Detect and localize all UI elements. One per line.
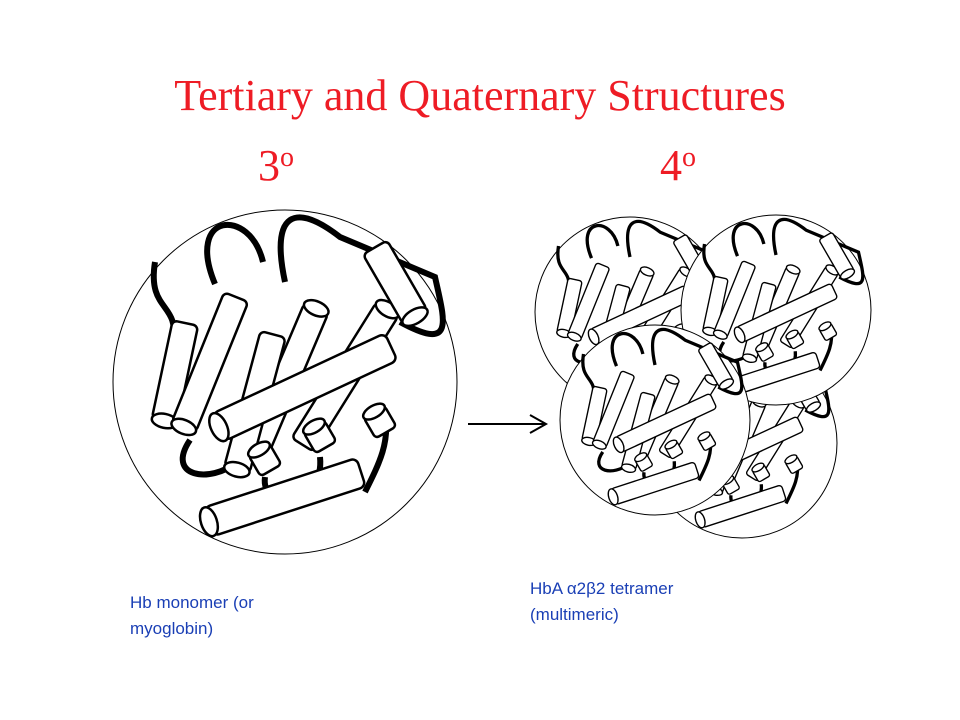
right-arrow-icon — [468, 414, 549, 434]
tetramer-caption-line-1: HbA α2β2 tetramer — [530, 579, 674, 598]
hb-monomer-structure — [112, 209, 458, 555]
tetramer-subunit-front — [559, 324, 751, 516]
quaternary-superscript: o — [682, 142, 696, 173]
tertiary-level-label: 3o — [258, 132, 294, 192]
monomer-caption-line-1: Hb monomer (or — [130, 593, 254, 612]
monomer-caption-line-2: myoglobin) — [130, 619, 214, 638]
tertiary-number: 3 — [258, 141, 280, 190]
tertiary-superscript: o — [280, 142, 294, 173]
monomer-caption: Hb monomer (or myoglobin) — [130, 590, 254, 642]
hba-tetramer-structure — [534, 214, 872, 539]
tetramer-caption: HbA α2β2 tetramer (multimeric) — [530, 576, 673, 628]
slide-title: Tertiary and Quaternary Structures — [174, 71, 786, 120]
quaternary-level-label: 4o — [660, 132, 696, 192]
tetramer-caption-line-2: (multimeric) — [530, 605, 619, 624]
quaternary-number: 4 — [660, 141, 682, 190]
